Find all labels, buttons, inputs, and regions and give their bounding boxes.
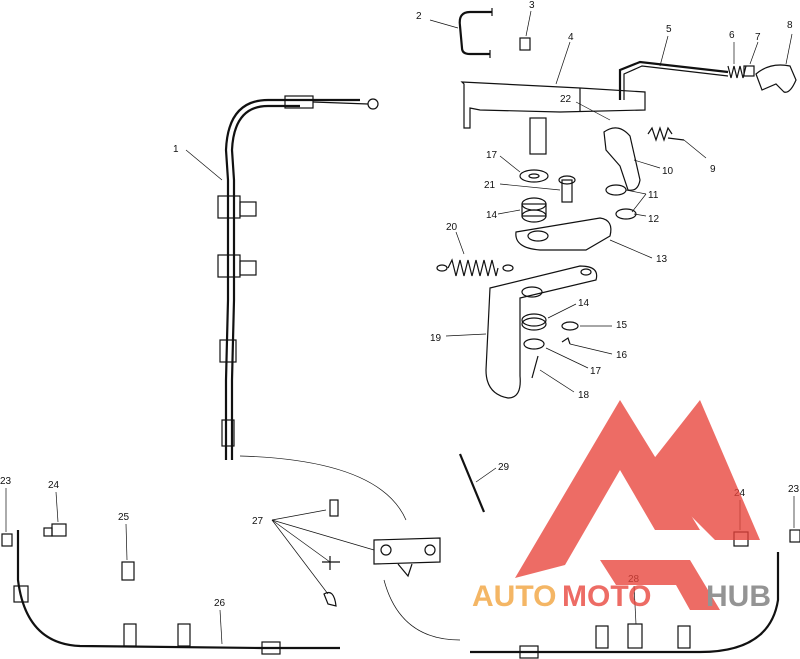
label-23-right: 23 xyxy=(788,484,800,495)
tension-spring xyxy=(436,258,514,277)
label-3: 3 xyxy=(529,0,535,11)
label-29: 29 xyxy=(498,462,510,473)
plate xyxy=(515,217,612,251)
clip xyxy=(323,591,337,607)
label-16: 16 xyxy=(616,350,628,361)
cotter-pin xyxy=(561,337,571,345)
watermark-logo-right xyxy=(645,400,760,540)
watermark-logo-triangle xyxy=(515,400,700,578)
lower-cable-left xyxy=(13,530,340,655)
bushing xyxy=(521,197,547,223)
label-24-left: 24 xyxy=(48,480,60,491)
label-26: 26 xyxy=(214,598,226,609)
lever xyxy=(603,127,641,191)
label-1: 1 xyxy=(173,144,179,155)
label-5: 5 xyxy=(666,24,672,35)
t-handle xyxy=(755,64,797,93)
label-11: 11 xyxy=(648,190,659,201)
label-4: 4 xyxy=(568,32,574,43)
bolt xyxy=(531,355,539,379)
nut xyxy=(519,37,531,51)
label-7: 7 xyxy=(755,32,761,43)
bracket xyxy=(460,81,646,155)
watermark-auto: AUTO xyxy=(472,580,556,613)
pin xyxy=(558,175,576,203)
bushing-lower xyxy=(521,313,547,331)
watermark: AUTO MOTO HUB xyxy=(472,400,771,613)
washer xyxy=(561,321,579,331)
label-6: 6 xyxy=(729,30,735,41)
label-8: 8 xyxy=(787,20,793,31)
rod xyxy=(618,60,729,100)
u-bolt xyxy=(458,8,493,58)
label-13: 13 xyxy=(656,254,668,265)
nut-small xyxy=(743,65,755,77)
label-10: 10 xyxy=(662,166,674,177)
washer xyxy=(519,169,549,183)
label-19: 19 xyxy=(430,333,442,344)
spring-clip xyxy=(647,126,685,142)
main-arm xyxy=(485,265,598,399)
washer xyxy=(605,184,627,196)
label-15: 15 xyxy=(616,320,628,331)
label-23-left: 23 xyxy=(0,476,12,487)
label-2: 2 xyxy=(416,11,422,22)
washer xyxy=(528,173,540,179)
label-20: 20 xyxy=(446,222,458,233)
part-labels: 1 2 3 4 5 6 7 8 9 10 11 12 13 14 15 16 xyxy=(0,0,800,645)
label-27: 27 xyxy=(252,516,264,527)
bolt xyxy=(329,499,339,517)
label-9: 9 xyxy=(710,164,716,175)
long-pin xyxy=(458,453,486,513)
nut xyxy=(789,529,800,543)
watermark-moto: MOTO xyxy=(562,580,651,613)
label-17-upper: 17 xyxy=(486,150,498,161)
bracket-small xyxy=(373,537,441,578)
bolt xyxy=(43,523,67,537)
label-17-lower: 17 xyxy=(590,366,602,377)
watermark-hub: HUB xyxy=(706,580,771,613)
label-14-upper: 14 xyxy=(486,210,498,221)
upper-cable xyxy=(217,95,379,460)
label-21: 21 xyxy=(484,180,496,191)
bolt xyxy=(121,561,135,581)
washer xyxy=(523,338,545,350)
label-18: 18 xyxy=(578,390,590,401)
label-22: 22 xyxy=(560,94,572,105)
label-12: 12 xyxy=(648,214,660,225)
lower-cable-right xyxy=(470,552,780,659)
label-25: 25 xyxy=(118,512,130,523)
nut xyxy=(1,533,13,547)
watermark-logo-inner xyxy=(600,560,720,610)
label-14-lower: 14 xyxy=(578,298,590,309)
spring-small xyxy=(727,65,747,79)
